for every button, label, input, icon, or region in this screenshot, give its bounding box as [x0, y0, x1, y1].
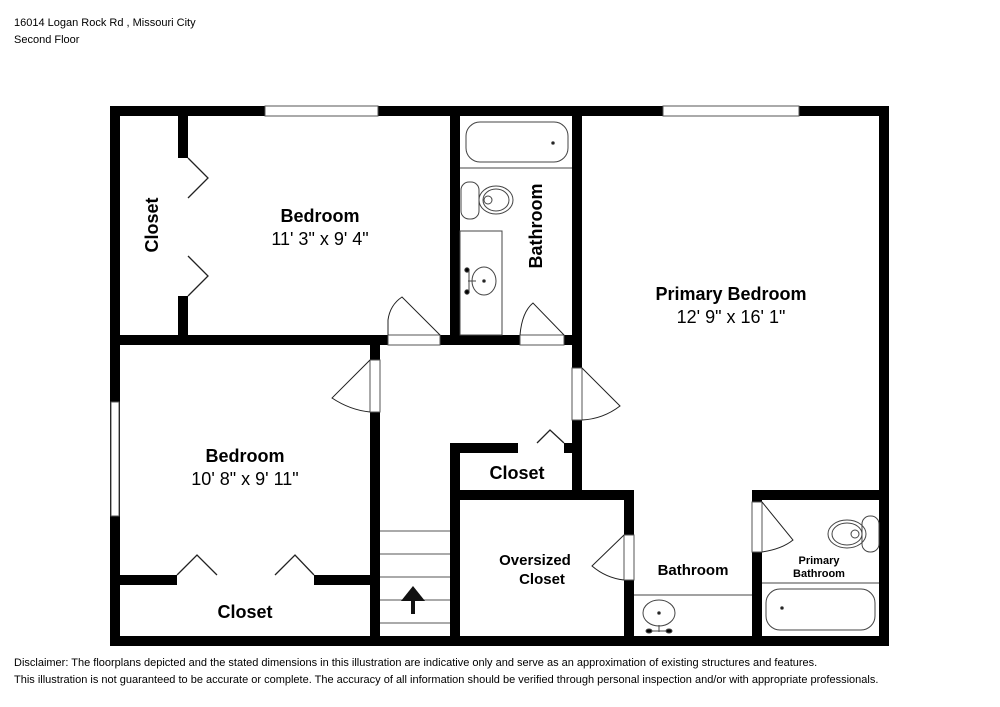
room-dimensions: 12' 9" x 16' 1" [677, 307, 786, 327]
sink-icon [464, 266, 497, 296]
room-bathroom-top: Bathroom [526, 184, 546, 269]
sink-icon [642, 599, 676, 634]
windows [110, 105, 800, 517]
room-oversized-closet: Oversized Closet [499, 552, 571, 588]
room-bathroom-bottom: Bathroom [658, 562, 729, 579]
bathtub-icon [465, 121, 569, 163]
room-primary-bathroom: Primary Bathroom [793, 555, 845, 580]
room-bedroom-top: Bedroom 11' 3" x 9' 4" [271, 206, 368, 249]
room-name: Bedroom [205, 446, 284, 466]
room-closet-left: Closet [142, 197, 162, 252]
address-label: 16014 Logan Rock Rd , Missouri City [14, 17, 196, 29]
floor-label: Second Floor [14, 34, 80, 46]
toilet-icon [827, 515, 880, 553]
room-closet-bottom: Closet [217, 602, 272, 622]
svg-text:Oversized: Oversized [499, 552, 571, 569]
svg-text:Closet: Closet [519, 571, 565, 588]
vanity [459, 230, 503, 336]
primary-bathroom-fixtures [762, 515, 880, 631]
disclaimer-line-1: Disclaimer: The floorplans depicted and … [14, 657, 818, 669]
bathtub-icon [765, 588, 876, 631]
room-dimensions: 10' 8" x 9' 11" [191, 469, 298, 489]
room-name: Bedroom [280, 206, 359, 226]
room-dimensions: 11' 3" x 9' 4" [271, 229, 368, 249]
svg-text:Bathroom: Bathroom [793, 568, 845, 580]
toilet-icon [460, 181, 514, 220]
room-bedroom-bottom: Bedroom 10' 8" x 9' 11" [191, 446, 298, 489]
bathroom-top-fixtures [459, 121, 572, 336]
bathroom-bottom-fixtures [634, 594, 752, 634]
doors [176, 157, 794, 581]
walls [110, 106, 889, 646]
room-name: Primary Bedroom [655, 284, 806, 304]
stairs-up-arrow-icon [401, 586, 425, 614]
room-primary-bedroom: Primary Bedroom 12' 9" x 16' 1" [655, 284, 806, 327]
svg-text:Primary: Primary [799, 555, 841, 567]
room-closet-hall: Closet [489, 463, 544, 483]
disclaimer-line-2: This illustration is not guaranteed to b… [14, 674, 879, 686]
